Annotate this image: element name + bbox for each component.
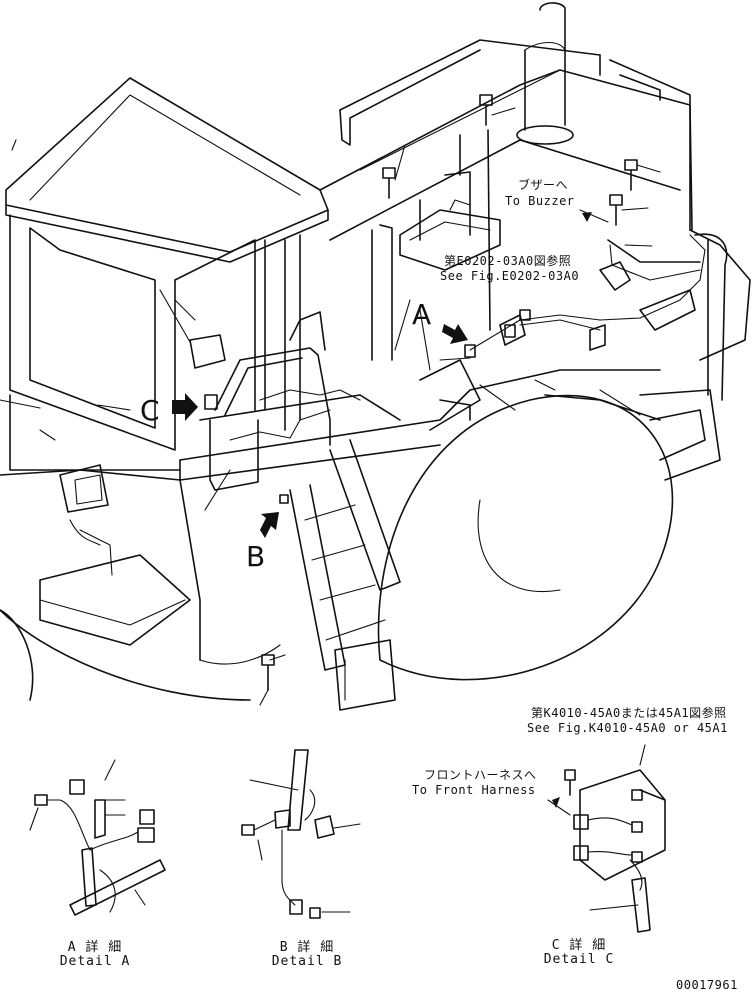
callout-a: A [412, 298, 432, 331]
cab-handrail [199, 311, 401, 491]
detail-c-caption-jp: C 詳 細 [551, 938, 607, 953]
leader-lines [97, 107, 661, 706]
arrow-icons [172, 324, 468, 538]
ladder [289, 439, 401, 711]
detail-c-caption-en: Detail C [543, 952, 615, 967]
drawing-number: 00017961 [676, 978, 738, 992]
cab-body [0, 214, 301, 471]
note-fig-k4010-jp: 第K4010-45A0または45A1図参照 [531, 706, 727, 720]
note-buzzer-jp: ブザーへ [518, 178, 569, 192]
note-fig-e0202-en: See Fig.E0202-03A0 [440, 269, 580, 283]
callout-c: C [140, 394, 160, 427]
mirror [159, 289, 226, 369]
callout-b: B [246, 540, 266, 573]
note-front-harness-en: To Front Harness [412, 783, 536, 797]
note-front-harness-jp: フロントハーネスへ [424, 768, 537, 782]
rear-tire [377, 394, 674, 681]
detail-a-caption-jp: A 詳 細 [67, 940, 123, 955]
railing [371, 224, 728, 401]
note-fig-e0202-jp: 第E0202-03A0図参照 [444, 254, 572, 268]
exhaust-pipe [516, 2, 574, 145]
detail-a-caption-en: Detail A [59, 954, 131, 969]
connector-icons [204, 309, 531, 504]
cab-roof [5, 77, 329, 263]
detail-b-caption-en: Detail B [271, 954, 343, 969]
bolt-icons [261, 94, 638, 691]
frame [179, 359, 721, 481]
detail-b-caption-jp: B 詳 細 [279, 940, 335, 955]
note-buzzer-en: To Buzzer [505, 194, 575, 208]
rear-harness [469, 234, 706, 351]
battery-box [399, 199, 501, 271]
front-fender [0, 464, 281, 701]
note-fig-k4010-en: See Fig.K4010-45A0 or 45A1 [527, 721, 728, 735]
